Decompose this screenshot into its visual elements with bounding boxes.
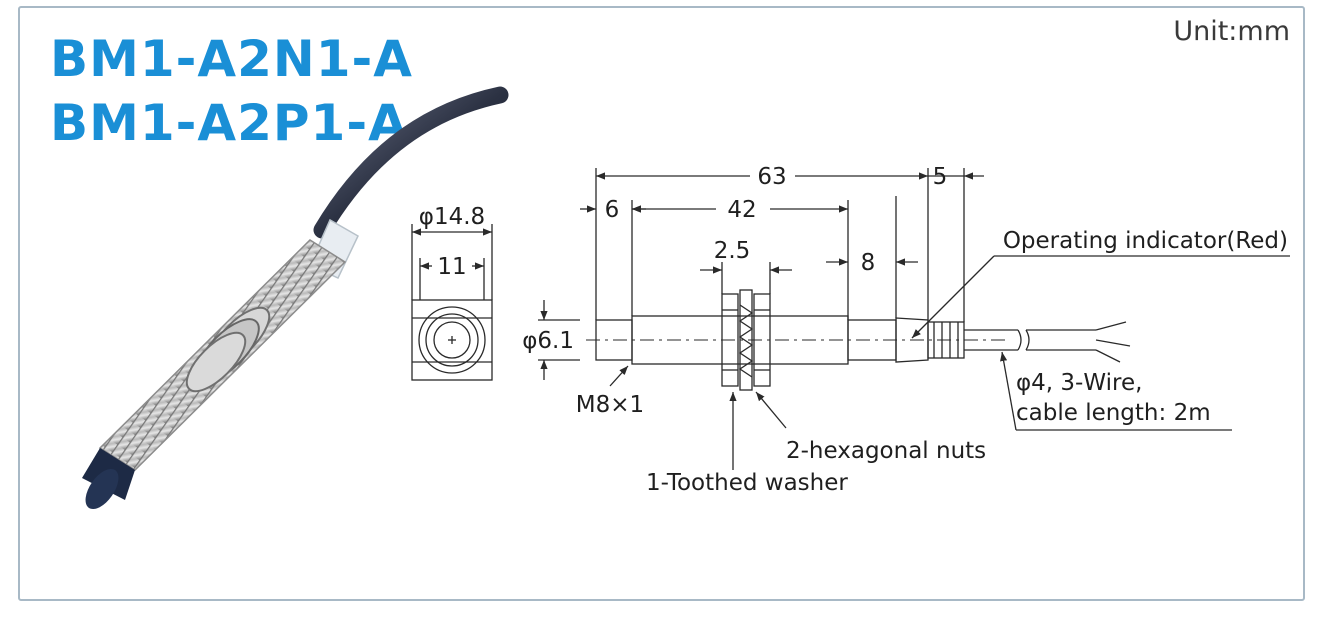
dim-nut-thickness: 2.5: [714, 238, 751, 264]
nut-photo-2: [185, 331, 247, 393]
body-circle: [433, 321, 471, 359]
leader-nuts: [755, 391, 787, 429]
label-nuts: 2-hexagonal nuts: [786, 438, 986, 464]
label-operating-indicator: Operating indicator(Red): [1003, 228, 1288, 254]
dim-across-flats: 11: [437, 254, 466, 280]
side-view: [538, 168, 1290, 470]
dim-overall-length: 63: [757, 164, 786, 190]
dim-cable-end: 5: [933, 164, 948, 190]
model-title-1: BM1-A2N1-A: [50, 30, 413, 88]
dim-thread-length: 42: [727, 197, 756, 223]
label-cable-line1: φ4, 3-Wire,: [1016, 370, 1142, 396]
sensor-photo: [82, 86, 509, 510]
diagram-frame: [18, 6, 1305, 601]
front-view-outline: [411, 299, 493, 381]
cable-gland: [895, 317, 929, 363]
label-thread: M8×1: [576, 392, 644, 418]
sensing-face-end: [85, 468, 119, 510]
front-view: [411, 224, 493, 381]
dim-indicator-length: 8: [861, 250, 876, 276]
hex-outline: [418, 306, 486, 374]
dim-thread-offset: 6: [605, 197, 620, 223]
label-cable-line2: cable length: 2m: [1016, 400, 1211, 426]
unit-label: Unit:mm: [1173, 16, 1290, 47]
dim-nut-diameter: φ14.8: [419, 204, 485, 230]
label-washer: 1-Toothed washer: [646, 470, 848, 496]
dim-body-diameter: φ6.1: [522, 328, 574, 354]
leader-thread: [609, 365, 629, 387]
wire-ends: [1095, 321, 1131, 363]
cable-photo: [313, 86, 509, 239]
model-title-2: BM1-A2P1-A: [50, 94, 408, 152]
